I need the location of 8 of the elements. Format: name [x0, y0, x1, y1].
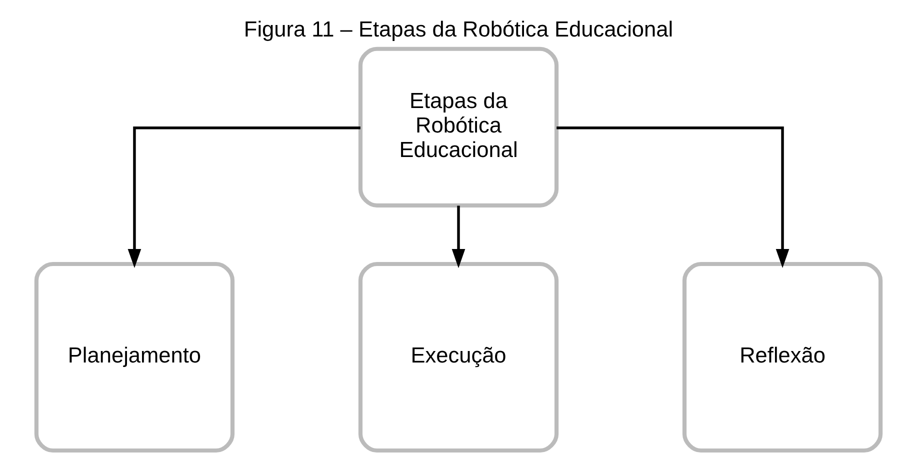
- diagram-title: Figura 11 – Etapas da Robótica Educacional: [244, 16, 674, 42]
- node-box: Execução: [358, 262, 559, 453]
- arrow: [452, 206, 466, 268]
- node-box: Planejamento: [34, 262, 235, 453]
- arrow: [128, 126, 360, 268]
- node-box: Etapas da Robótica Educacional: [358, 46, 559, 208]
- node-box: Reflexão: [682, 262, 883, 453]
- arrow: [556, 126, 790, 268]
